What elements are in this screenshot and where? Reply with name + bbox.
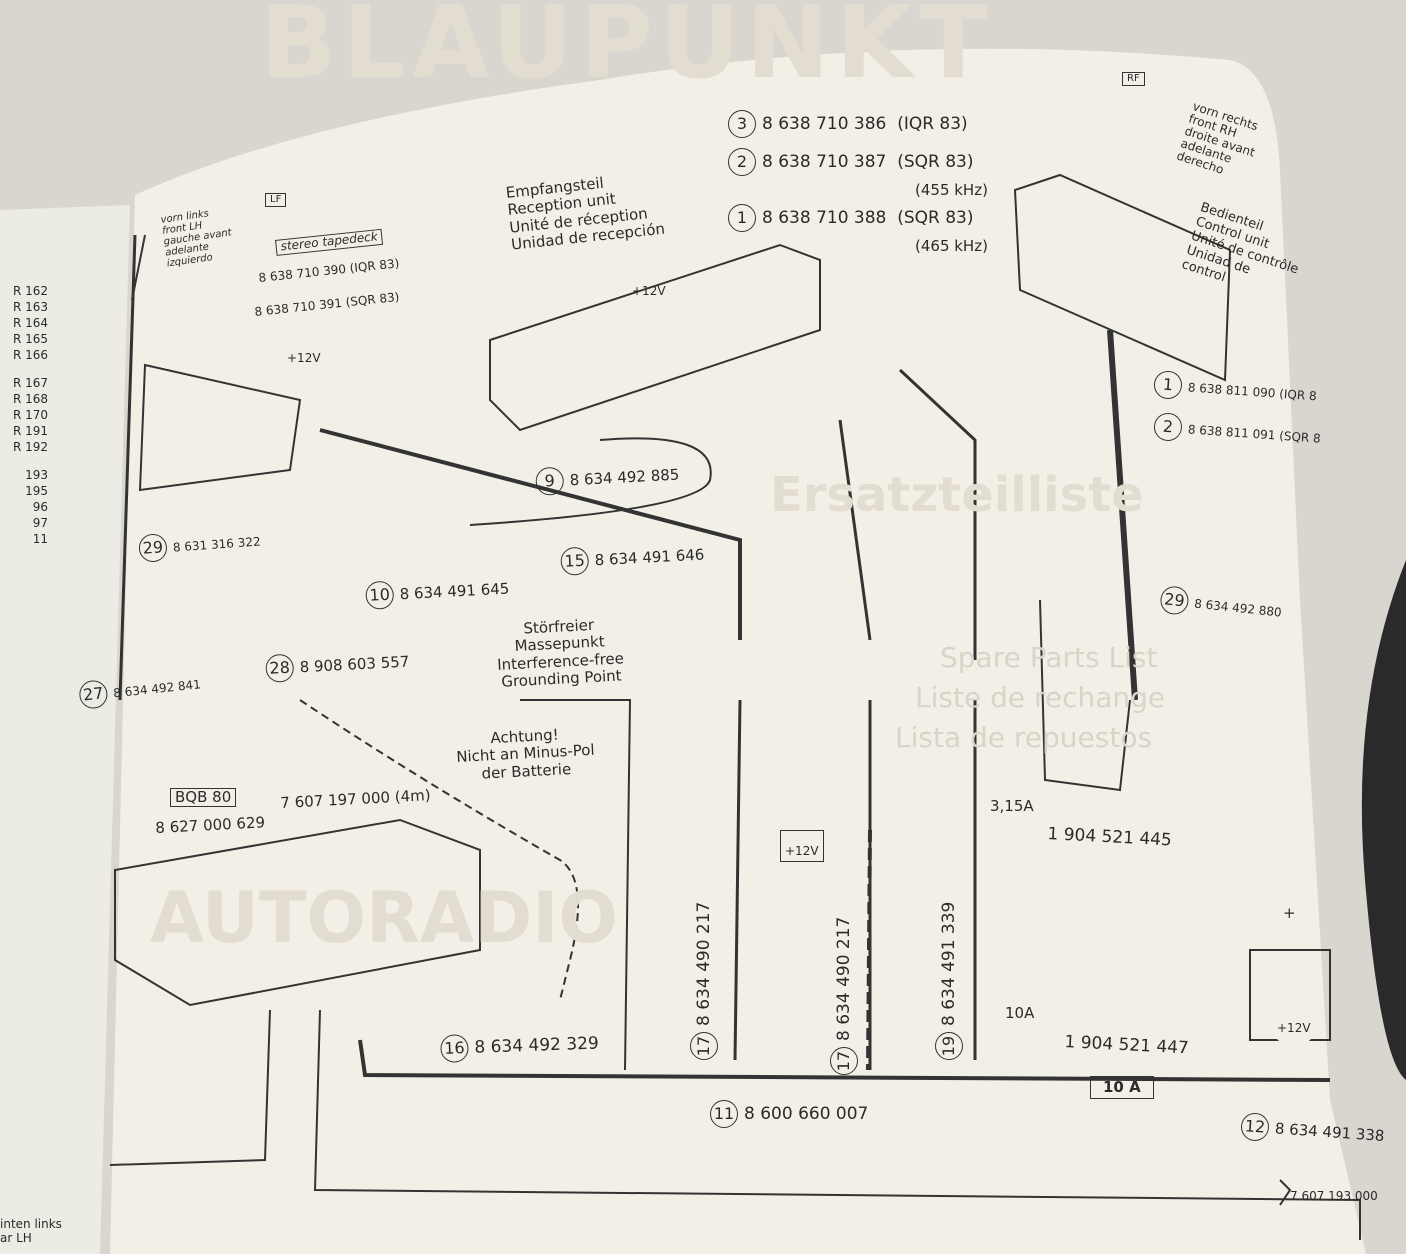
watermark-sub: AUTORADIO xyxy=(150,877,618,959)
callout-number: 3 xyxy=(728,110,756,138)
grounding-point-label: Störfreier Massepunkt Interference-free … xyxy=(495,615,625,691)
callout-number: 15 xyxy=(560,546,590,576)
resistor-label: 96 xyxy=(32,500,48,514)
callout-number: 17 xyxy=(690,1032,718,1060)
callout-number: 29 xyxy=(1159,585,1190,616)
label-line: ar LH xyxy=(0,1230,32,1245)
resistor-label: R 164 xyxy=(12,316,48,330)
part-code: 8 634 492 880 xyxy=(1193,596,1283,620)
callout-number: 12 xyxy=(1240,1112,1270,1142)
resistor-list: R 162 R 163 R 164 R 165 R 166 R 167 R 16… xyxy=(8,283,48,547)
part-note: (SQR 83) xyxy=(897,152,974,172)
part-note: (SQR 83) xyxy=(897,208,974,228)
callout-17-b: 17 8 634 490 217 xyxy=(830,917,858,1075)
resistor-label: R 167 xyxy=(12,376,48,390)
callout-number: 1 xyxy=(1153,370,1183,400)
part-note: (IQR 83) xyxy=(897,114,968,134)
fuse-rating: 10A xyxy=(1005,1004,1035,1022)
part-code: 8 634 491 338 xyxy=(1274,1119,1386,1145)
harness-code: 7 607 193 000 xyxy=(1290,1189,1378,1203)
callout-number: 28 xyxy=(265,653,295,683)
callout-number: 27 xyxy=(78,679,109,710)
speaker-rf-icon: RF xyxy=(1122,72,1145,86)
callout-number: 10 xyxy=(365,580,395,610)
fuse-rating: 3,15A xyxy=(990,797,1034,815)
resistor-label: R 191 xyxy=(12,424,48,438)
part-code: 8 634 492 885 xyxy=(569,465,680,490)
part-code: 8 634 490 217 xyxy=(694,901,714,1026)
label-line: inten links xyxy=(0,1217,62,1231)
part-code: 8 634 491 646 xyxy=(594,545,705,570)
amplifier-label: BQB 80 xyxy=(170,788,237,808)
watermark-line: Lista de repuestos xyxy=(895,721,1153,754)
speaker-lf-icon: LF xyxy=(265,193,287,207)
callout-number: 9 xyxy=(535,466,565,496)
speaker-front-left-label: vorn links front LH gauche avant adelant… xyxy=(160,205,235,269)
resistor-label: R 192 xyxy=(12,440,48,454)
reception-12v: +12V xyxy=(632,284,666,298)
callout-17-a: 17 8 634 490 217 xyxy=(690,902,718,1060)
watermark-brand: BLAUPUNKT xyxy=(260,0,994,101)
tapedeck-12v: +12V xyxy=(287,351,321,365)
part-code: 8 638 710 387 xyxy=(762,152,887,172)
callout-number: 2 xyxy=(728,148,756,176)
resistor-label: R 166 xyxy=(12,348,48,362)
resistor-label: 11 xyxy=(32,532,48,546)
reception-part: 1 8 638 710 388 (SQR 83) xyxy=(728,204,973,232)
callout-number: 17 xyxy=(830,1047,858,1075)
part-code: 8 634 491 645 xyxy=(399,579,510,604)
callout-number: 2 xyxy=(1153,412,1183,442)
resistor-label: 195 xyxy=(25,484,48,498)
resistor-label: R 168 xyxy=(12,392,48,406)
part-code: 8 638 710 386 xyxy=(762,114,887,134)
resistor-label: R 165 xyxy=(12,332,48,346)
part-code: 8 638 811 090 (IQR 8 xyxy=(1187,380,1318,404)
callout-number: 29 xyxy=(138,533,168,563)
reception-freq: (465 kHz) xyxy=(915,237,988,255)
resistor-label: R 163 xyxy=(12,300,48,314)
watermark-line: Liste de rechange xyxy=(915,681,1166,714)
part-code: 8 634 492 841 xyxy=(112,677,202,701)
callout-number: 11 xyxy=(710,1100,738,1128)
callout-number: 19 xyxy=(935,1032,963,1060)
watermark-line: Spare Parts List xyxy=(940,641,1158,674)
part-code: 8 600 660 007 xyxy=(744,1104,869,1124)
part-code: 8 631 316 322 xyxy=(172,534,262,555)
callout-number: 1 xyxy=(728,204,756,232)
ignition-switch-label: +12V xyxy=(780,830,824,862)
resistor-label: 97 xyxy=(32,516,48,530)
reception-freq: (455 kHz) xyxy=(915,181,988,199)
battery-warning: Achtung! Nicht an Minus-Pol der Batterie xyxy=(455,725,596,784)
reception-part: 3 8 638 710 386 (IQR 83) xyxy=(728,110,968,138)
callout-11: 11 8 600 660 007 xyxy=(710,1100,868,1128)
resistor-label: R 170 xyxy=(12,408,48,422)
part-code: 8 638 710 388 xyxy=(762,208,887,228)
part-code: 8 634 491 339 xyxy=(939,901,959,1026)
part-code: 8 908 603 557 xyxy=(299,652,410,677)
reception-part: 2 8 638 710 387 (SQR 83) xyxy=(728,148,973,176)
battery-label: +12V xyxy=(1273,1012,1315,1046)
callout-19: 19 8 634 491 339 xyxy=(935,902,963,1060)
part-code: 8 634 490 217 xyxy=(834,916,854,1041)
resistor-label: R 162 xyxy=(12,284,48,298)
watermark-title: Ersatzteilliste xyxy=(770,467,1144,523)
part-code: 8 638 811 091 (SQR 8 xyxy=(1187,422,1322,446)
resistor-label: 193 xyxy=(25,468,48,482)
inline-fuse: 10 A xyxy=(1090,1076,1154,1100)
callout-number: 16 xyxy=(440,1034,469,1063)
battery-plus-icon: + xyxy=(1283,904,1296,922)
part-code: 8 634 492 329 xyxy=(474,1033,600,1058)
left-bottom-label: inten links ar LH xyxy=(0,1217,62,1246)
